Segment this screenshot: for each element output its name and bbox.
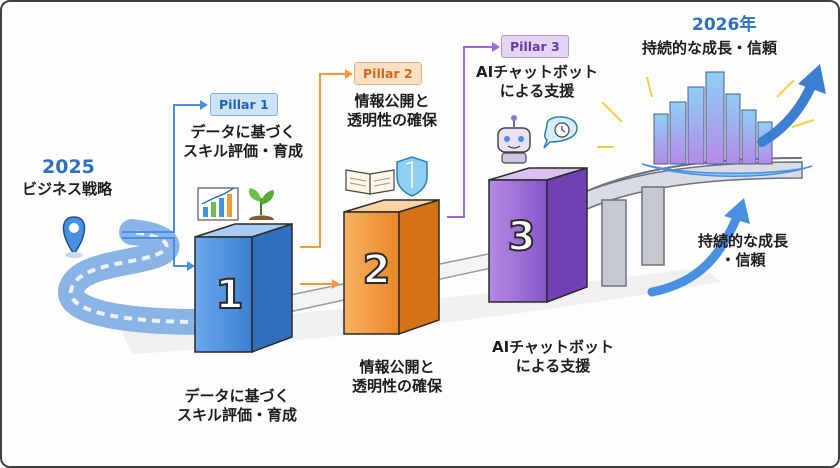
pillar2-cube [343,198,440,336]
sprout-icon [248,188,274,220]
map-pin-icon [62,216,86,258]
shield-icon [396,156,428,197]
bottom-caption-1: データに基づく スキル評価・育成 [162,387,312,425]
bottom-caption-2: 情報公開と 透明性の確保 [332,358,462,396]
pillar1-number: 1 [215,271,245,319]
connector-pillar3 [447,46,492,218]
goal-year: 2026年 [692,15,757,35]
bar-chart-icon [197,187,239,221]
pillar3-title-line2: による支援 [499,81,575,100]
pillar3-cube [488,166,588,304]
start-label: ビジネス戦略 [22,180,113,198]
pillar3-title: AIチャットボット による支援 [472,63,602,101]
growth-arrow-icon [757,64,826,147]
clock-bubble-icon [543,116,578,149]
pillar2-title: 情報公開と 透明性の確保 [332,92,452,130]
right-caption: 持続的な成長 ・信頼 [678,232,808,270]
pillar1-title-line2: スキル評価・育成 [182,141,303,160]
road-center-line [68,230,203,324]
start-year: 2025 [42,156,95,178]
bottom-caption-1-line1: データに基づく [184,387,290,405]
pillar1-tag: Pillar 1 [210,93,278,116]
pillar1-cube [194,222,293,354]
pillar3-number: 3 [507,213,537,261]
bottom-caption-3: AIチャットボット による支援 [478,338,628,376]
pillar2-title-line1: 情報公開と [354,92,430,110]
bottom-caption-2-line2: 透明性の確保 [351,376,442,395]
pillar1-title-line1: データに基づく [190,123,296,141]
goal-label: 持続的な成長・信頼 [642,39,778,57]
pillar2-number: 2 [362,246,392,294]
robot-icon [497,115,531,164]
bottom-caption-2-line1: 情報公開と [359,358,435,376]
pillar2-title-line2: 透明性の確保 [346,110,437,129]
connector-start-pillar1 [122,104,200,233]
pillar3-title-line1: AIチャットボット [475,63,599,81]
bottom-caption-1-line2: スキル評価・育成 [176,405,297,424]
connector-start-cube1 [122,237,187,267]
bottom-caption-3-line1: AIチャットボット [491,338,615,356]
right-caption-line1: 持続的な成長 [697,232,788,250]
city-icon [597,71,815,177]
pillar2-tag: Pillar 2 [354,62,422,85]
pillar3-tag: Pillar 3 [501,35,569,58]
book-icon [345,169,395,195]
pillar1-title: データに基づく スキル評価・育成 [174,123,312,161]
bottom-caption-3-line2: による支援 [515,356,591,375]
lower-growth-arrow [647,212,742,297]
connector-pillar2 [300,73,345,248]
right-caption-line2: ・信頼 [720,250,766,269]
